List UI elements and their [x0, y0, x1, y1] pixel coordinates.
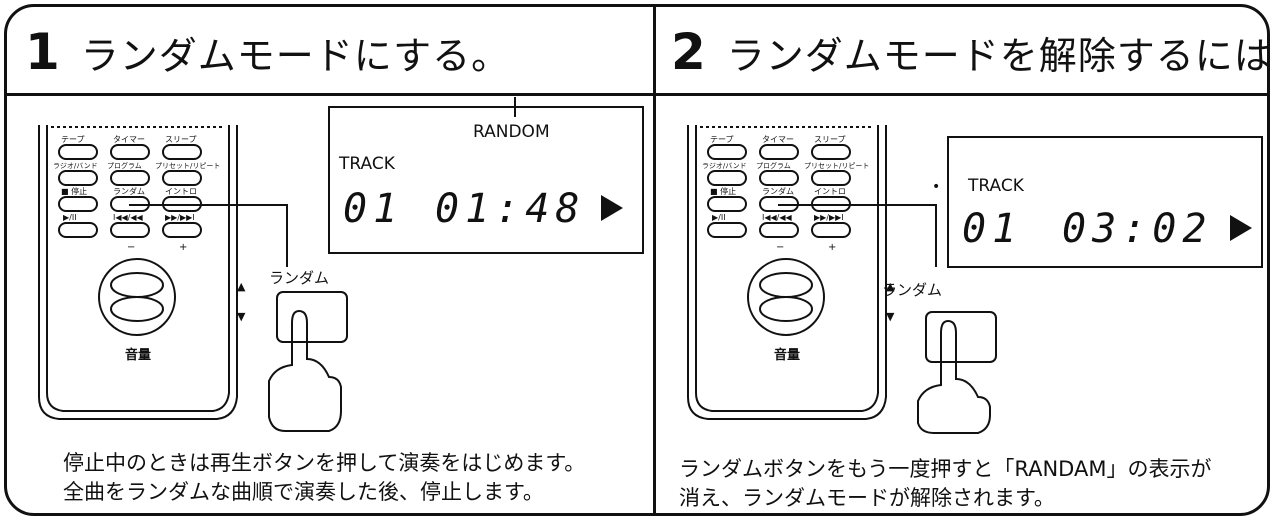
play-indicator-icon-2: [1230, 215, 1252, 241]
play-indicator-icon: [601, 195, 623, 221]
step2-track-label: TRACK: [967, 176, 1025, 196]
step1-number: 1: [25, 23, 61, 81]
svg-text:▲: ▲: [886, 280, 895, 293]
svg-text:▲: ▲: [237, 280, 246, 293]
step1-button-label: ランダム: [269, 269, 329, 287]
step1-display-time: 01:48: [435, 186, 585, 232]
button-row1-c: スリープ: [165, 135, 197, 144]
column-divider: [653, 7, 656, 513]
button-row2-c: プリセット/リピート: [155, 162, 220, 170]
hand-pointer: [268, 309, 342, 432]
button2-row4-b: I◀◀/◀◀: [762, 213, 793, 222]
step1-title: ランダムモードにする。: [80, 33, 511, 78]
step2-number: 2: [671, 23, 707, 81]
svg-text:▼: ▼: [886, 310, 895, 323]
step2-title: ランダムモードを解除するには。: [726, 33, 1270, 78]
instruction-frame: 1 ランダムモードにする。 2 ランダムモードを解除するには。: [4, 4, 1270, 516]
random-button-enlarged: [276, 291, 348, 343]
plus-label-2: +: [828, 242, 836, 253]
step2-display: [947, 136, 1263, 268]
step1-caption: 停止中のときは再生ボタンを押して演奏をはじめます。 全曲をランダムな曲順で演奏し…: [63, 449, 585, 507]
volume-dial: [98, 258, 176, 336]
step2-display-time: 03:02: [1062, 206, 1212, 252]
minus-label: −: [127, 242, 135, 253]
button-row4-c: ▶▶/▶▶I: [165, 213, 195, 222]
step2-caption: ランダムボタンをもう一度押すと「RANDAM」の表示が 消え、ランダムモードが解…: [679, 455, 1211, 513]
button2-row1-c: スリープ: [814, 135, 846, 144]
button-row3-c: イントロ: [165, 187, 197, 196]
button2-row4-a: ▶/II: [712, 213, 726, 222]
button-row3-a: ■ 停止: [61, 186, 87, 196]
button-row2-a: ラジオ/バンド: [53, 162, 98, 170]
step2-caption-line2: 消え、ランダムモードが解除されます。: [679, 486, 1055, 510]
plus-label: +: [179, 242, 187, 253]
button-row2-b: プログラム: [107, 161, 142, 170]
remote-control-2: [687, 125, 997, 434]
button-row4-b: I◀◀/◀◀: [113, 213, 144, 222]
button2-row3-a: ■ 停止: [710, 186, 736, 196]
step2-illustration: ▲ ▼ 音量 テープ タイマー スリープ ラジオ/バンド プログラム プリセット…: [687, 125, 1263, 434]
volume-label-2: 音量: [774, 347, 800, 363]
random-button-enlarged-2: [925, 311, 997, 363]
button2-row1-b: タイマー: [762, 135, 794, 144]
button2-row4-c: ▶▶/▶▶I: [814, 213, 844, 222]
hand-pointer-2: [917, 319, 991, 434]
button2-row3-c: イントロ: [814, 187, 846, 196]
button2-row2-c: プリセット/リピート: [804, 162, 869, 170]
button2-row2-a: ラジオ/バンド: [702, 162, 747, 170]
remote-control: [38, 125, 348, 432]
step1-caption-line2: 全曲をランダムな曲順で演奏した後、停止します。: [63, 480, 544, 504]
step2-display-track: 01: [962, 206, 1022, 252]
volume-label: 音量: [125, 347, 151, 363]
step2-button-label: ランダム: [882, 281, 942, 299]
step2-caption-line1: ランダムボタンをもう一度押すと「RANDAM」の表示が: [679, 457, 1212, 481]
step1-display: [328, 106, 644, 254]
step1-track-label: TRACK: [338, 154, 396, 174]
step1-heading: 1 ランダムモードにする。: [25, 13, 510, 91]
header-divider: [7, 93, 1267, 96]
button2-row2-b: プログラム: [756, 161, 791, 170]
volume-dial-2: [747, 258, 825, 336]
step1-random-label: RANDOM: [473, 122, 550, 142]
step1-illustration: ▲ ▼ 音量 テープ タイマー スリープ ラジオ/バンド プログラム プリセット…: [38, 97, 644, 432]
button2-row3-b: ランダム: [762, 186, 794, 196]
svg-text:▼: ▼: [237, 310, 246, 323]
button2-row1-a: テープ: [710, 135, 734, 144]
minus-label-2: −: [776, 242, 784, 253]
svg-text:•: •: [932, 179, 940, 195]
step1-display-track: 01: [343, 186, 403, 232]
button-row4-a: ▶/II: [63, 213, 77, 222]
step2-heading: 2 ランダムモードを解除するには。: [671, 13, 1270, 91]
button-row3-b: ランダム: [113, 186, 145, 196]
button-row1-b: タイマー: [113, 135, 145, 144]
step1-caption-line1: 停止中のときは再生ボタンを押して演奏をはじめます。: [63, 451, 586, 475]
button-row1-a: テープ: [61, 135, 85, 144]
